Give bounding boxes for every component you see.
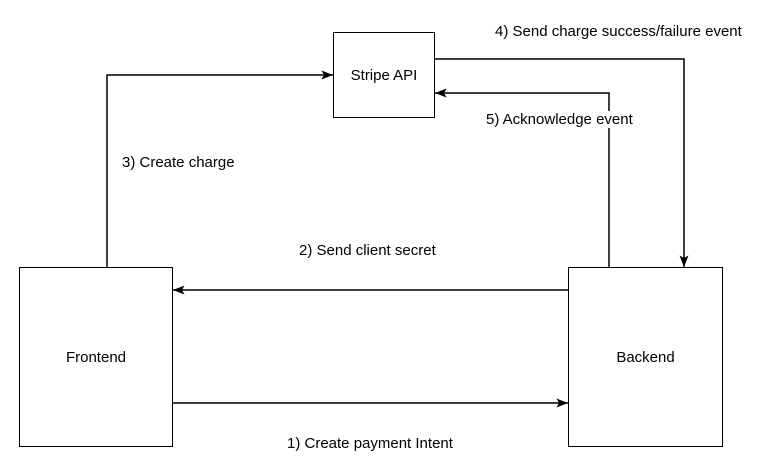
node-stripe-api-label: Stripe API (350, 66, 418, 84)
edge-acknowledge-event-arrow (435, 88, 610, 267)
edge-send-charge-event-arrow (435, 58, 689, 267)
edge-label-create-payment-intent: 1) Create payment Intent (287, 435, 453, 452)
edge-label-acknowledge-event: 5) Acknowledge event (486, 111, 633, 128)
node-frontend-label: Frontend (65, 348, 127, 366)
edge-label-send-client-secret: 2) Send client secret (299, 242, 436, 259)
node-backend-label: Backend (616, 348, 675, 366)
edge-label-send-charge-event: 4) Send charge success/failure event (495, 23, 742, 40)
edge-create-charge-arrow (106, 70, 333, 267)
node-frontend: Frontend (19, 267, 173, 447)
node-stripe-api: Stripe API (333, 32, 435, 118)
edge-label-create-charge: 3) Create charge (122, 154, 235, 171)
node-backend: Backend (568, 267, 723, 447)
